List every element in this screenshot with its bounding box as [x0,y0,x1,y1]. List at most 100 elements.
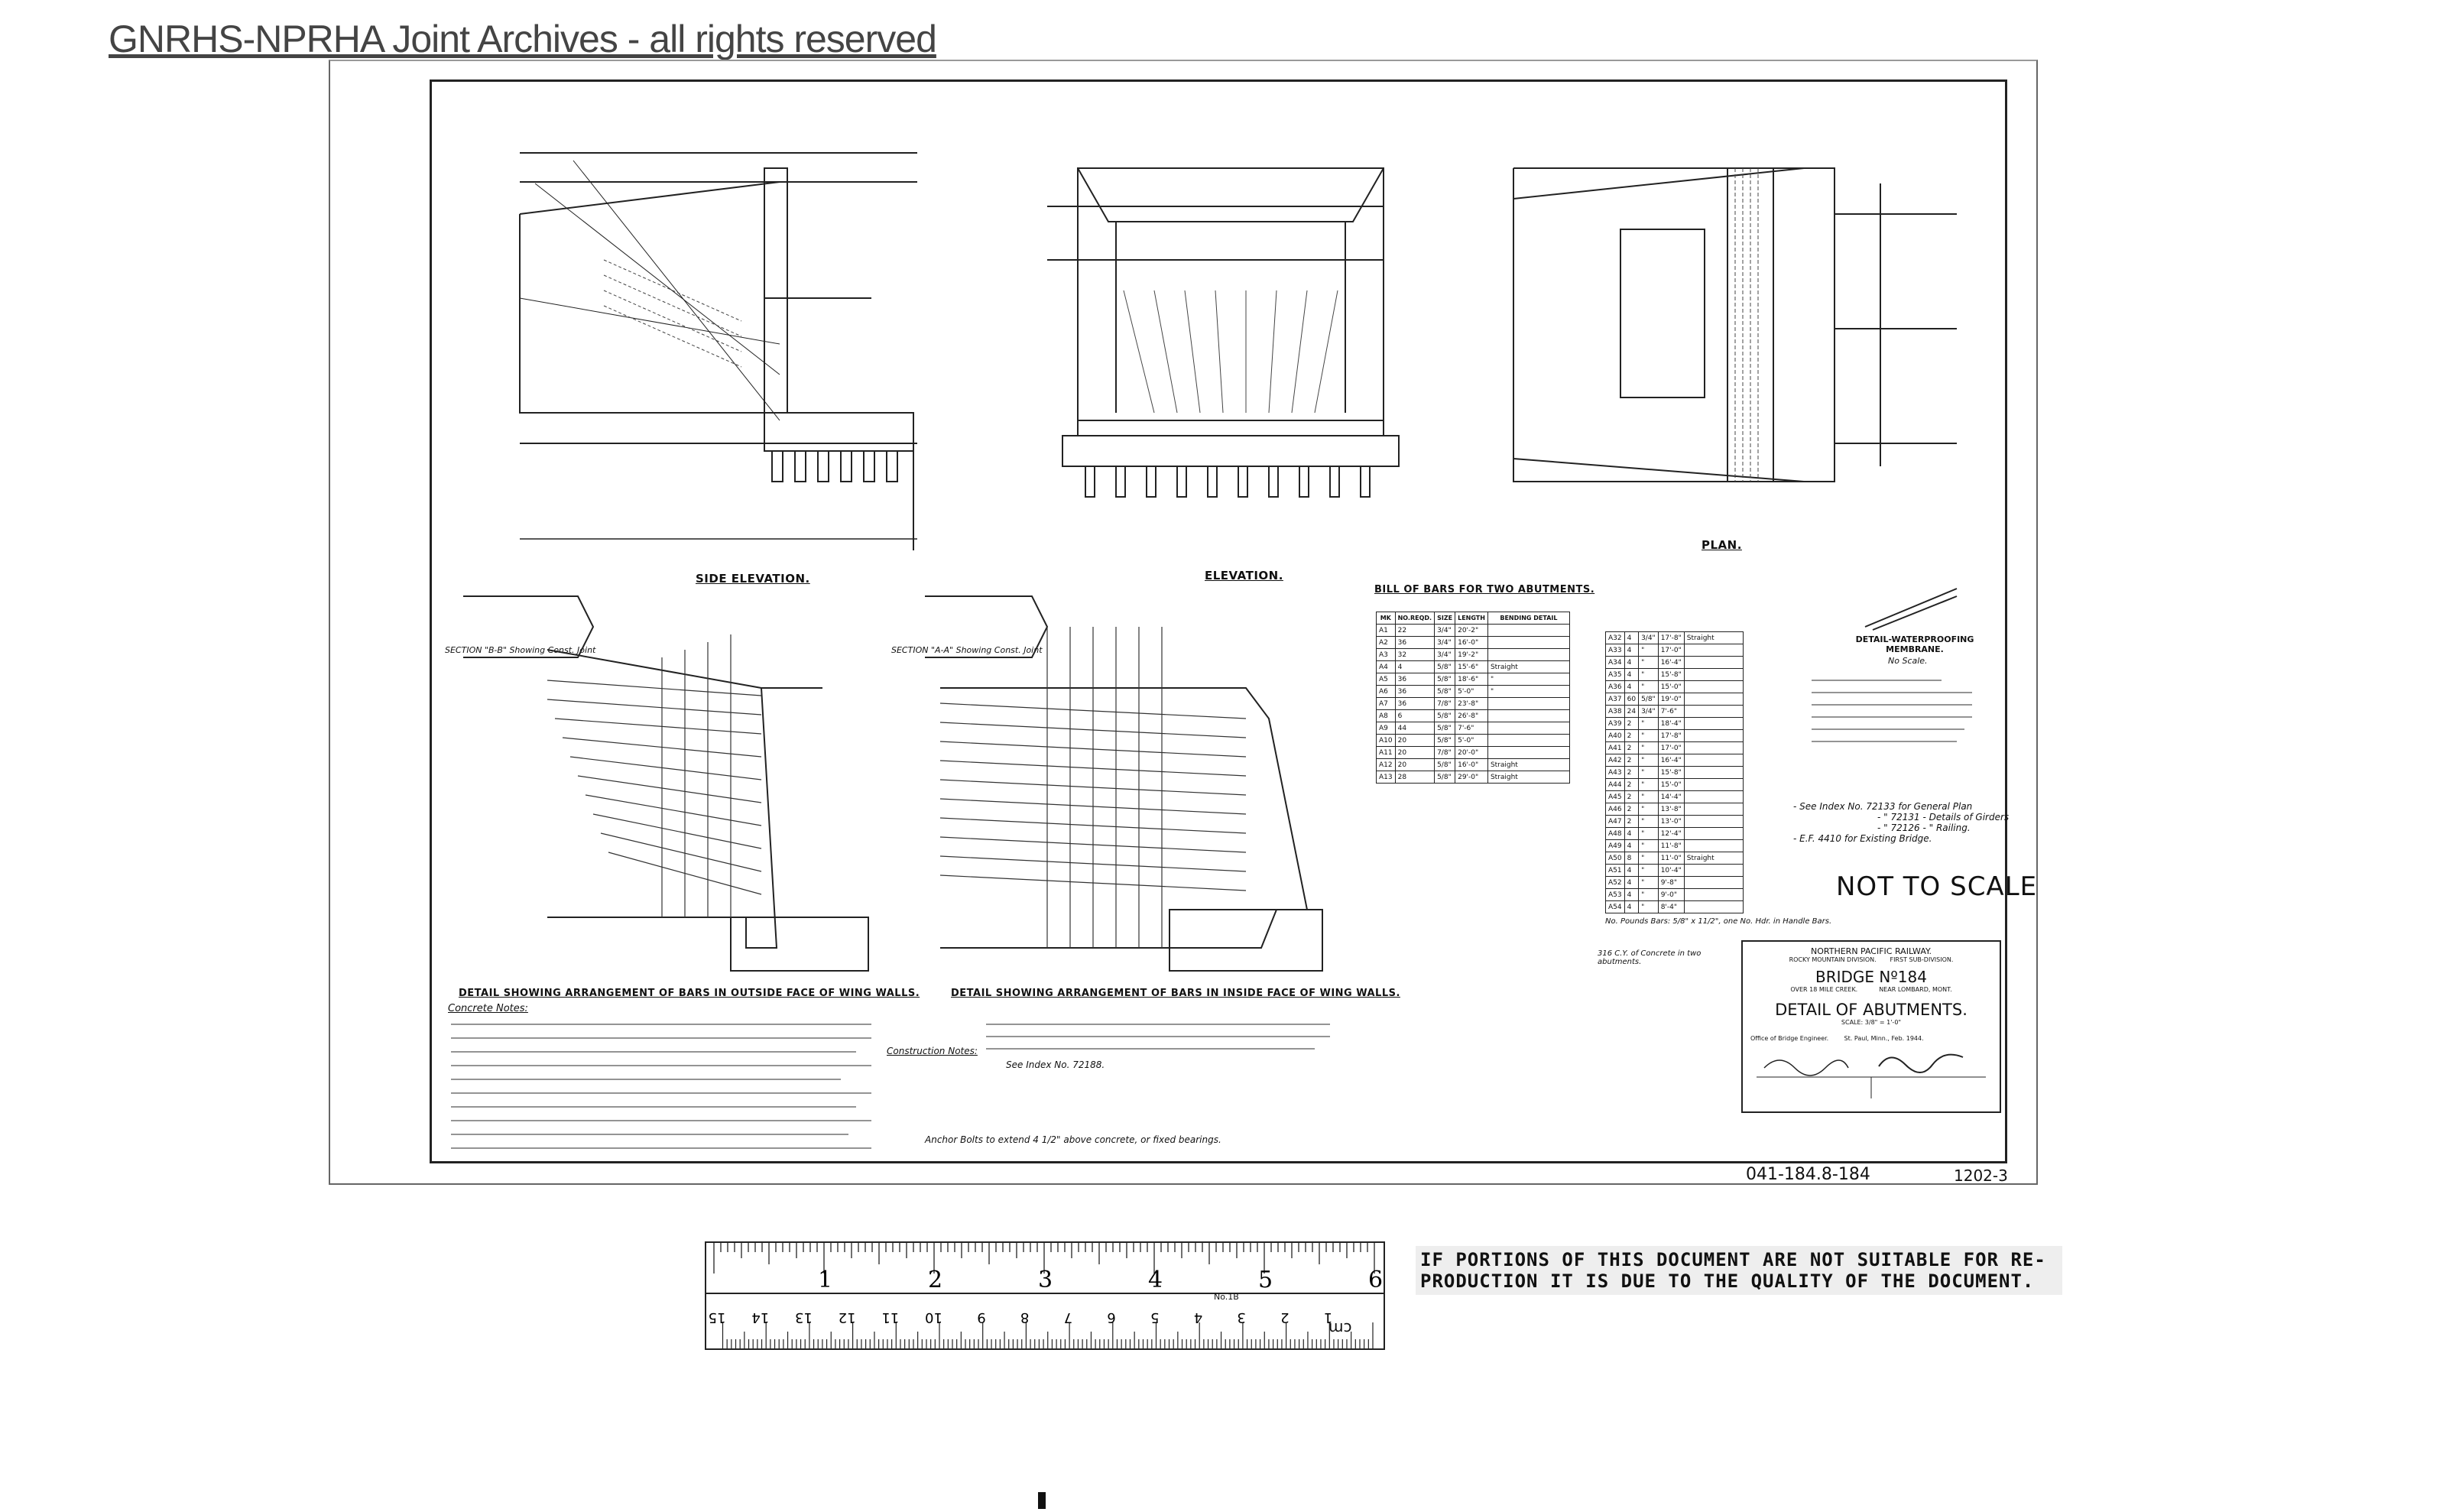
ruler-cm-label: 14 [751,1309,769,1325]
bill-cell: 24 [1624,705,1640,718]
bill-cell: " [1638,864,1659,877]
bill-cell: A38 [1605,705,1625,718]
bill-cell: 18'-6" [1455,673,1488,686]
bill-cell: 10'-4" [1657,864,1685,877]
index-references: - See Index No. 72133 for General Plan -… [1793,801,2009,844]
bill-cell: 17'-8" [1657,729,1685,742]
bill-cell: 2 [1624,766,1640,779]
bill-cell: 44 [1394,722,1435,735]
bill-cell: 15'-8" [1657,668,1685,681]
ruler-inch-label: 1 [818,1267,832,1293]
bill-cell: " [1638,827,1659,840]
bill-cell: " [1638,644,1659,657]
bill-cell [1683,754,1744,767]
sheet-code: 1202-3 [1954,1166,2008,1185]
bill-cell: 4 [1624,644,1640,657]
bill-cell [1683,656,1744,669]
bill-cell: 4 [1624,888,1640,901]
bill-cell: " [1638,815,1659,828]
bill-cell [1487,746,1570,759]
bill-cell: 4 [1624,864,1640,877]
bill-cell: 32 [1394,648,1435,661]
bill-cell: " [1487,685,1570,698]
bill-cell: 4 [1624,631,1640,644]
bill-cell: 4 [1624,839,1640,852]
bill-note: No. Pounds Bars: 5/8" x 11/2", one No. H… [1605,917,1832,926]
bill-cell: 5/8" [1434,734,1456,747]
concrete-notes-text [451,1024,871,1149]
bill-cell: Straight [1487,758,1570,771]
bill-cell: A49 [1605,839,1625,852]
bill-cell: A11 [1376,746,1396,759]
bill-cell: " [1638,839,1659,852]
bill-cell: 20'-2" [1455,624,1488,637]
index-ref-general-plan: - See Index No. 72133 for General Plan [1793,801,1973,812]
ruler-cm-label: 6 [1107,1309,1115,1325]
bill-cell: 2 [1624,803,1640,816]
scan-mark [1038,1492,1046,1509]
elevation-drawing [1047,167,1400,498]
bill-cell: 8 [1624,852,1640,865]
bill-cell: " [1638,852,1659,865]
bill-cell: 5'-0" [1455,685,1488,698]
bill-cell [1683,815,1744,828]
bill-cell: 2 [1624,717,1640,730]
bill-cell: A35 [1605,668,1625,681]
archive-watermark: GNRHS-NPRHA Joint Archives - all rights … [109,18,937,60]
ruler-inch-label: 3 [1038,1267,1053,1293]
bill-cell [1683,741,1744,754]
bill-cell [1683,876,1744,889]
bill-cell: A46 [1605,803,1625,816]
bill-cell: " [1638,754,1659,767]
ruler-unit: cm [1328,1319,1352,1338]
ruler-cm-label: 3 [1237,1309,1245,1325]
bill-cell [1683,839,1744,852]
ruler-cm-label: 9 [977,1309,985,1325]
bill-cell: " [1638,668,1659,681]
bill-cell: 7'-6" [1657,705,1685,718]
title-block-scale: SCALE: 3/8" = 1'-0" [1841,1019,1902,1026]
bill-cell: 23'-8" [1455,697,1488,710]
bill-cell: " [1638,717,1659,730]
section-b-b-label: SECTION "B-B" Showing Const. Joint [445,645,596,655]
bill-cell: " [1487,673,1570,686]
bill-cell: 5/8" [1434,758,1456,771]
ruler-cm-label: 11 [881,1309,899,1325]
bill-cell: 22 [1394,624,1435,637]
bill-cell: 2 [1624,754,1640,767]
bill-cell [1487,636,1570,649]
bill-cell: 20 [1394,746,1435,759]
bill-cell: A10 [1376,734,1396,747]
bill-cell: 20 [1394,758,1435,771]
bill-cell: 2 [1624,778,1640,791]
bill-cell: 3/4" [1638,705,1659,718]
bill-cell: 15'-8" [1657,766,1685,779]
bill-cell: " [1638,888,1659,901]
bill-cell [1487,722,1570,735]
bill-cell: Straight [1487,660,1570,673]
bill-cell: A4 [1376,660,1396,673]
bill-cell: Straight [1487,771,1570,784]
title-block-division: ROCKY MOUNTAIN DIVISION. FIRST SUB-DIVIS… [1789,956,1954,963]
bill-cell: 15'-6" [1455,660,1488,673]
bill-cell: 20'-0" [1455,746,1488,759]
ruler-cm-label: 5 [1150,1309,1159,1325]
ruler-model: No.1B [1214,1292,1239,1302]
ruler-cm-label: 4 [1194,1309,1202,1325]
